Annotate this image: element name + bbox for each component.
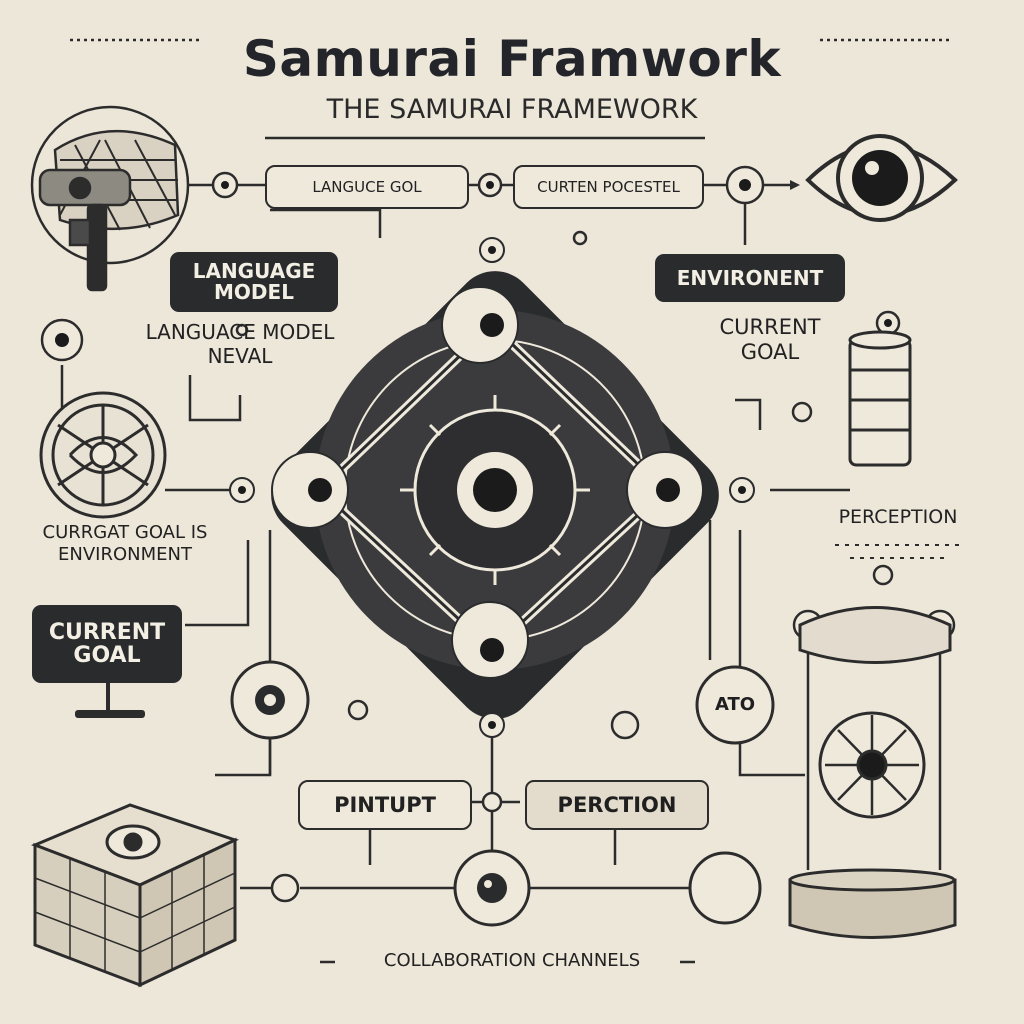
connector [270, 208, 382, 238]
fan-icon [39, 391, 167, 519]
page-title: Samurai Framwork [242, 30, 782, 88]
pintupt-pill: PINTUPT [298, 780, 472, 830]
node-icon [695, 665, 775, 745]
language-model-label: LANGUAGE MODEL [170, 252, 338, 312]
connector [188, 375, 242, 422]
connector [735, 398, 762, 430]
database-icon [848, 330, 912, 467]
node-icon [453, 849, 531, 927]
collaboration-channels-caption: COLLABORATION CHANNELS [383, 950, 641, 971]
eye-icon [805, 134, 958, 222]
current-goal-text: CURRENT GOAL [719, 315, 821, 365]
monitor-icon [75, 680, 145, 718]
environment-label: ENVIRONENT [655, 254, 845, 302]
node-icon [270, 873, 300, 903]
page-subtitle: THE SAMURAI FRAMEWORK [326, 94, 698, 125]
central-diamond-icon [229, 237, 755, 738]
node-icon [230, 660, 310, 740]
connector [738, 530, 805, 777]
language-model-eval-text: LANGUACE MODEL NEVAL [145, 320, 335, 368]
robot-head-icon [30, 105, 190, 292]
current-goal-box: CURRENT GOAL [32, 605, 182, 683]
connector [185, 540, 250, 627]
node-icon [481, 791, 503, 813]
cylinder-platform-icon [788, 606, 957, 939]
node-icon [688, 851, 762, 925]
current-goal-environment-text: CURRGAT GOAL IS ENVIRONMENT [42, 522, 208, 565]
perception-text: PERCEPTION [838, 506, 958, 528]
cube-icon [30, 803, 240, 988]
perception-bottom-pill: PERCTION [525, 780, 709, 830]
language-goal-pill: LANGUCE GOL [265, 165, 469, 209]
ato-label: ATO [714, 693, 756, 715]
current-process-pill: CURTEN POCESTEL [513, 165, 704, 209]
